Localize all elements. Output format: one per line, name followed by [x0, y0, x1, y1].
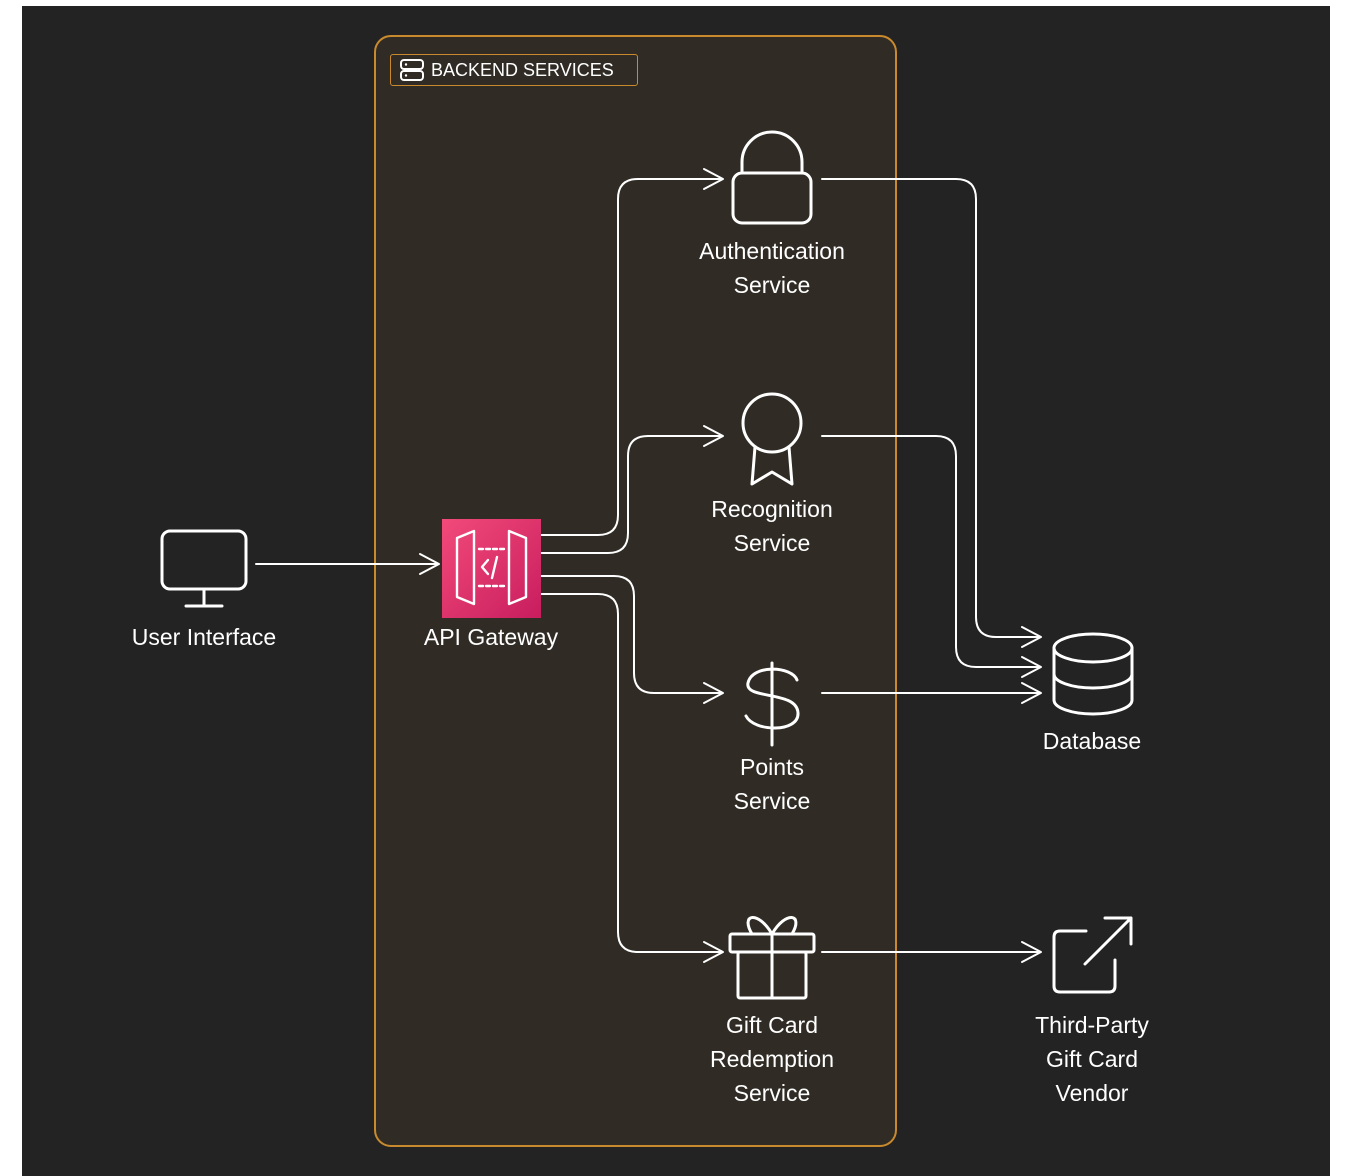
backend-services-group: [374, 35, 897, 1147]
arrowhead-auth: [703, 168, 724, 190]
gift-icon: [728, 916, 816, 1000]
backend-services-label: BACKEND SERVICES: [390, 54, 638, 86]
arrowhead-giftcard: [703, 941, 724, 963]
third-party-vendor-label: Third-Party Gift Card Vendor: [1035, 1012, 1149, 1106]
arrowhead-recognition: [703, 425, 724, 447]
server-icon: [400, 59, 424, 81]
arrowhead-points: [703, 682, 724, 704]
database-icon: [1052, 632, 1134, 716]
arrowhead-database-2: [1021, 656, 1042, 678]
api-gateway-icon: [442, 519, 541, 618]
edge-gateway-to-recognition: [540, 435, 723, 554]
external-link-icon: [1052, 916, 1133, 994]
edge-gateway-to-points: [540, 575, 723, 694]
edge-gateway-to-auth: [540, 178, 723, 536]
award-ribbon-icon: [741, 392, 803, 486]
edge-recognition-to-database: [821, 435, 1041, 668]
database-label: Database: [1042, 728, 1142, 754]
arrowhead-gateway: [419, 553, 440, 575]
dollar-icon: [744, 661, 800, 747]
user-interface-label: User Interface: [131, 624, 277, 650]
api-gateway-label: API Gateway: [423, 624, 559, 650]
arrowhead-vendor: [1021, 941, 1042, 963]
arrowhead-database-3: [1021, 682, 1042, 704]
recognition-service-label: Recognition Service: [711, 496, 833, 556]
arrowhead-database-1: [1021, 626, 1042, 648]
authentication-service-label: Authentication Service: [699, 238, 845, 298]
gift-card-redemption-service-label: Gift Card Redemption Service: [709, 1012, 835, 1106]
edge-gateway-to-giftcard: [540, 593, 723, 953]
monitor-icon: [160, 529, 248, 608]
group-title: BACKEND SERVICES: [431, 59, 614, 80]
lock-icon: [731, 130, 813, 225]
points-service-label: Points Service: [733, 754, 811, 814]
edge-auth-to-database: [821, 178, 1041, 638]
